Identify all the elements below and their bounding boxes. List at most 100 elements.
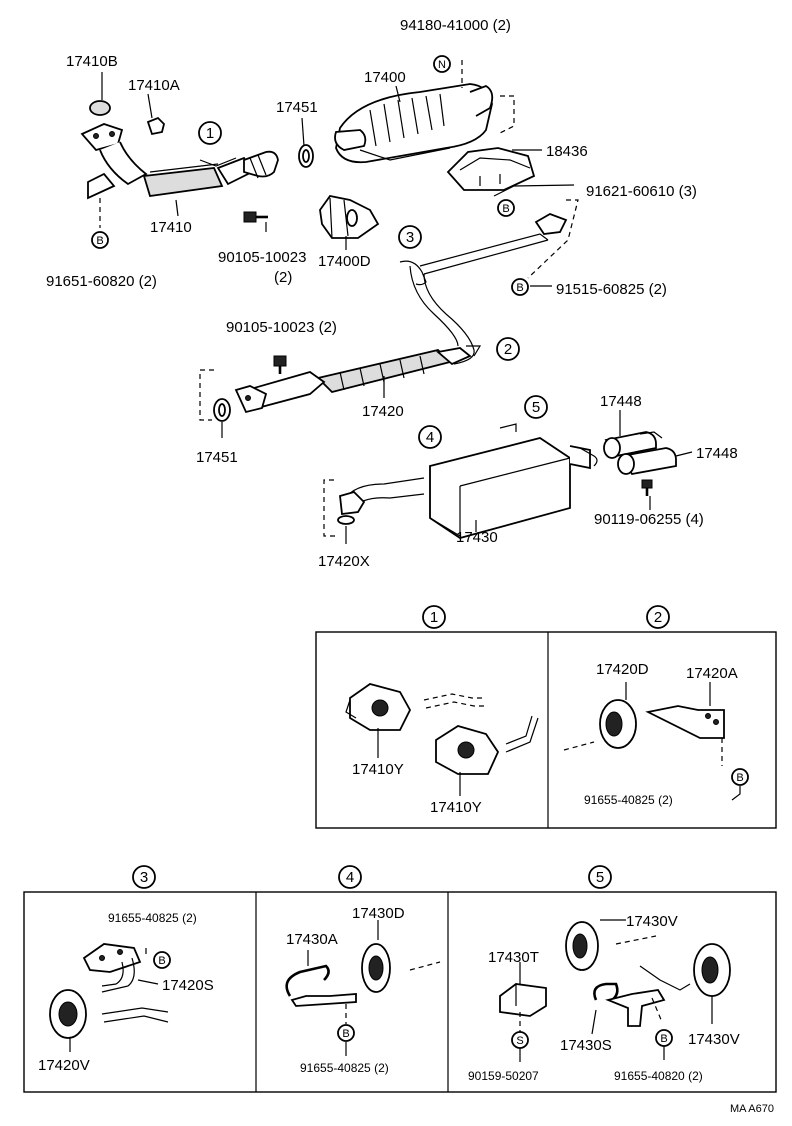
- stay-17400d: [319, 195, 380, 239]
- label-17430s: 17430S: [560, 1037, 612, 1054]
- callout-5-main: 5: [524, 395, 548, 419]
- label-17410y-upper: 17410Y: [352, 761, 404, 778]
- heat-insulator-18436: [446, 147, 536, 191]
- catalytic-converter-17400: [334, 83, 494, 164]
- nut-17410a: [146, 116, 165, 136]
- label-17430v-upper: 17430V: [626, 913, 678, 930]
- svg-text:3: 3: [140, 869, 148, 886]
- label-18436: 18436: [546, 143, 588, 160]
- bracket-17420a: [645, 705, 725, 739]
- label-17430v-lower: 17430V: [688, 1031, 740, 1048]
- callout-5-detail: 5: [588, 865, 612, 889]
- hanger-17430v-lower: [693, 943, 731, 997]
- bracket-17430s: [593, 982, 666, 1027]
- label-91655-40825-detail-3: 91655-40825 (2): [108, 911, 197, 925]
- callout-2-main: 2: [496, 337, 520, 361]
- label-91621-60610: 91621-60610 (3): [586, 183, 697, 200]
- marker-b-91651: B: [91, 231, 109, 249]
- gasket-17420x: [337, 515, 355, 525]
- label-17420x: 17420X: [318, 553, 370, 570]
- svg-text:B: B: [158, 955, 165, 967]
- svg-text:B: B: [502, 203, 509, 215]
- label-17420s: 17420S: [162, 977, 214, 994]
- svg-text:2: 2: [654, 609, 662, 626]
- label-94180-41000: 94180-41000 (2): [400, 17, 511, 34]
- svg-text:1: 1: [430, 609, 438, 626]
- svg-text:B: B: [516, 282, 523, 294]
- svg-text:2: 2: [504, 341, 512, 358]
- label-17430a: 17430A: [286, 931, 338, 948]
- callout-3-main: 3: [398, 225, 422, 249]
- hanger-17410y-upper: [345, 683, 412, 731]
- figure-code: MA A670: [730, 1103, 774, 1115]
- svg-text:5: 5: [596, 869, 604, 886]
- svg-text:N: N: [438, 59, 446, 71]
- center-exhaust-pipe-17420: [234, 213, 568, 414]
- label-17430d: 17430D: [352, 905, 405, 922]
- label-91655-40825-detail-2: 91655-40825 (2): [584, 793, 673, 807]
- svg-text:4: 4: [346, 869, 354, 886]
- marker-n: N: [433, 55, 451, 73]
- screw-90119-06255: [641, 479, 653, 496]
- svg-text:B: B: [342, 1028, 349, 1040]
- label-17448-lower: 17448: [696, 445, 738, 462]
- label-90159-50207: 90159-50207: [468, 1069, 539, 1083]
- bolt-90105-10023-mid: [273, 355, 287, 374]
- marker-b-91515: B: [511, 278, 529, 296]
- callout-4-detail: 4: [338, 865, 362, 889]
- hanger-17420v: [49, 989, 87, 1039]
- gasket-17410b: [89, 100, 111, 116]
- pipe-hint-detail-3: [101, 1007, 169, 1023]
- label-17430t: 17430T: [488, 949, 539, 966]
- label-17410y-lower: 17410Y: [430, 799, 482, 816]
- exhaust-tip-17448-lower: [617, 447, 677, 476]
- label-17410b: 17410B: [66, 53, 118, 70]
- label-17430: 17430: [456, 529, 498, 546]
- label-91515-60825: 91515-60825 (2): [556, 281, 667, 298]
- label-17410a: 17410A: [128, 77, 180, 94]
- label-17400: 17400: [364, 69, 406, 86]
- pipe-hint-detail-1a: [423, 693, 488, 709]
- callout-2-detail: 2: [646, 605, 670, 629]
- hanger-17410y-lower: [435, 725, 500, 775]
- label-17420d: 17420D: [596, 661, 649, 678]
- label-17420a: 17420A: [686, 665, 738, 682]
- label-17451-top: 17451: [276, 99, 318, 116]
- label-90105-10023-mid: 90105-10023 (2): [226, 319, 337, 336]
- label-90105-10023-top: 90105-10023: [218, 249, 306, 266]
- svg-text:S: S: [516, 1035, 523, 1047]
- label-91651-60820: 91651-60820 (2): [46, 273, 157, 290]
- hanger-17430d: [361, 943, 391, 993]
- detail-box-1-2: [315, 631, 777, 829]
- callout-1-main: 1: [198, 121, 222, 145]
- label-17448-upper: 17448: [600, 393, 642, 410]
- svg-text:B: B: [736, 772, 743, 784]
- tailpipe-muffler-17430: [339, 423, 598, 539]
- insulator-17430t: [499, 983, 547, 1017]
- marker-s: S: [511, 1031, 529, 1049]
- label-90119-06255: 90119-06255 (4): [594, 511, 704, 528]
- detail-box-3-4-5: [23, 891, 777, 1093]
- front-exhaust-pipe-17410: [80, 123, 279, 200]
- hanger-17430v-upper: [565, 921, 599, 971]
- label-17410: 17410: [150, 219, 192, 236]
- bolt-90105-10023-top: [243, 211, 268, 223]
- bracket-17430a: [285, 964, 357, 1007]
- hanger-17420d: [599, 699, 637, 749]
- label-91655-40825-detail-4: 91655-40825 (2): [300, 1061, 389, 1075]
- label-17451-mid: 17451: [196, 449, 238, 466]
- label-17420: 17420: [362, 403, 404, 420]
- label-90105-10023-top-qty: (2): [274, 269, 292, 286]
- label-91655-40820: 91655-40820 (2): [614, 1069, 703, 1083]
- pipe-hint-detail-1b: [505, 715, 539, 753]
- bracket-17420s: [82, 943, 142, 993]
- exhaust-tip-17448-upper: [603, 431, 663, 459]
- marker-b-detail-2: B: [731, 768, 749, 786]
- label-17420v: 17420V: [38, 1057, 90, 1074]
- callout-1-detail: 1: [422, 605, 446, 629]
- marker-b-detail-5: B: [655, 1029, 673, 1047]
- marker-b-detail-4: B: [337, 1024, 355, 1042]
- svg-text:1: 1: [206, 125, 214, 142]
